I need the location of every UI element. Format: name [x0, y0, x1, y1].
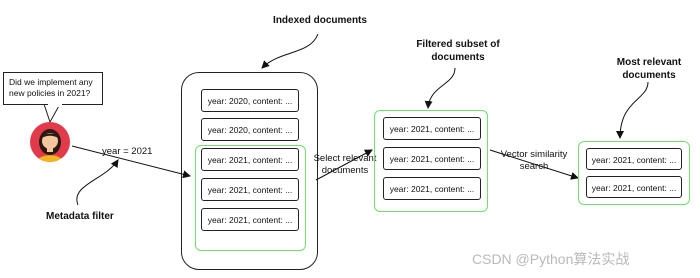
- arrow-relevant-title: [616, 81, 649, 139]
- arrow-filtered-title: [424, 67, 456, 109]
- filtered-doc: year: 2021, content: ...: [383, 177, 481, 200]
- select-relevant-label: Select relevant documents: [313, 153, 377, 176]
- filter-value-label: year = 2021: [102, 146, 153, 157]
- question-text: Did we implement any new policies in 202…: [9, 77, 93, 98]
- arrow-metadata-filter: [76, 159, 119, 206]
- arrow-indexed-title: [261, 33, 319, 69]
- filtered-doc: year: 2021, content: ...: [383, 117, 481, 140]
- arrow-select-relevant: [315, 149, 373, 181]
- indexed-doc: year: 2021, content: ...: [201, 148, 299, 171]
- user-icon: [37, 129, 63, 162]
- speech-bubble: Did we implement any new policies in 202…: [3, 72, 103, 107]
- relevant-doc: year: 2021, content: ...: [586, 148, 682, 170]
- indexed-doc: year: 2020, content: ...: [201, 118, 299, 141]
- indexed-doc: year: 2021, content: ...: [201, 208, 299, 231]
- arrow-similarity-search: [489, 149, 579, 180]
- metadata-filter-label: Metadata filter: [46, 211, 114, 222]
- indexed-2021-highlight: [195, 145, 306, 251]
- most-relevant-title: Most relevant documents: [616, 57, 682, 81]
- filtered-subset-title: Filtered subset of documents: [416, 39, 500, 63]
- indexed-documents-title: Indexed documents: [273, 15, 367, 26]
- relevant-doc: year: 2021, content: ...: [586, 176, 682, 198]
- arrow-query-to-indexed: [71, 145, 191, 179]
- filtered-doc: year: 2021, content: ...: [383, 147, 481, 170]
- vector-similarity-label: Vector similarity search: [500, 149, 568, 172]
- indexed-doc: year: 2020, content: ...: [201, 89, 299, 112]
- user-avatar: [30, 122, 70, 162]
- watermark: CSDN @Python算法实战: [472, 251, 630, 267]
- most-relevant-panel: [578, 141, 690, 205]
- indexed-doc: year: 2021, content: ...: [201, 178, 299, 201]
- indexed-documents-panel: [181, 72, 318, 270]
- filtered-subset-panel: [374, 110, 488, 212]
